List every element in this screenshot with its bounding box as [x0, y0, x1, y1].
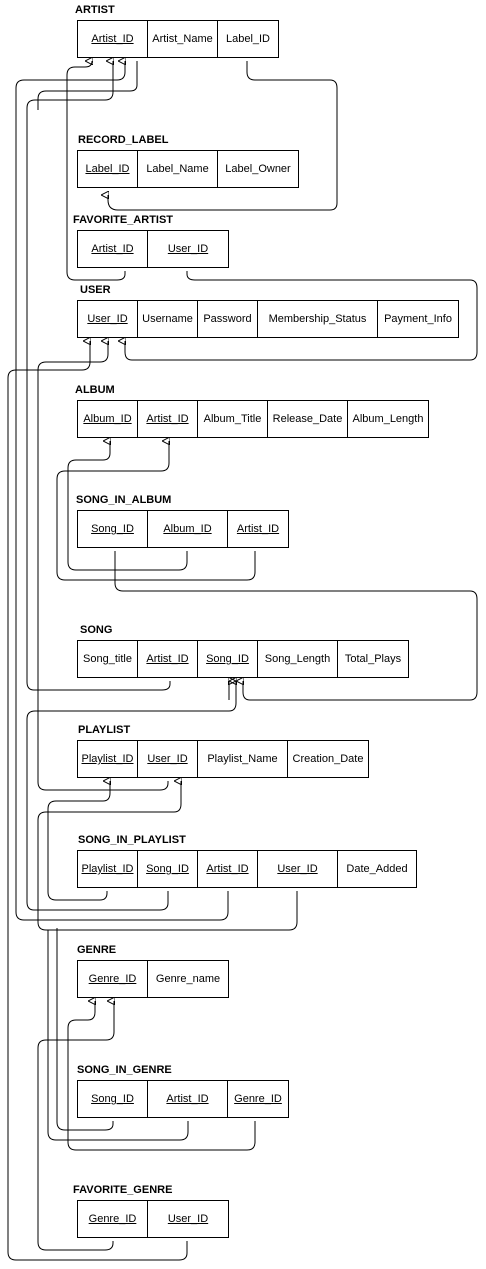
column-label-owner: Label_Owner [225, 163, 291, 175]
table-genre: Genre_ID Genre_name [77, 960, 229, 998]
column-user-id: User_ID [258, 851, 338, 887]
table-artist: Artist_ID Artist_Name Label_ID [77, 20, 279, 58]
column-genre-id: Genre_ID [78, 961, 148, 997]
table-favorite-artist: Artist_ID User_ID [77, 230, 229, 268]
table-user: User_ID Username Password Membership_Sta… [77, 300, 459, 338]
table-album: Album_ID Artist_ID Album_Title Release_D… [77, 400, 429, 438]
fk-connector-album-artist [15, 61, 125, 600]
fk-connector-fav-user [125, 271, 478, 361]
table-song-in-playlist: Playlist_ID Song_ID Artist_ID User_ID Da… [77, 850, 417, 888]
column-song-id: Song_ID [138, 851, 198, 887]
table-title-user: USER [80, 284, 111, 296]
column-album-id: Album_ID [148, 511, 228, 547]
column-playlist-name: Playlist_Name [198, 741, 288, 777]
table-title-playlist: PLAYLIST [78, 724, 131, 736]
column-artist-id: Artist_ID [138, 641, 198, 677]
column-artist-id: Artist_ID [148, 1081, 228, 1117]
column-user-id: User_ID [138, 741, 198, 777]
column-album-id: Album_ID [78, 401, 138, 437]
column-album-length: Album_Length [352, 413, 424, 425]
column-song-title: Song_title [78, 641, 138, 677]
column-artist-name: Artist_Name [148, 21, 218, 57]
column-username: Username [138, 301, 198, 337]
column-label-id: Label_ID [225, 33, 271, 45]
table-title-song-in-playlist: SONG_IN_PLAYLIST [78, 834, 186, 846]
table-title-album: ALBUM [75, 384, 115, 396]
column-song-id: Song_ID [78, 1081, 148, 1117]
column-genre-id: Genre_ID [78, 1201, 148, 1237]
column-song-id: Song_ID [198, 641, 258, 677]
fk-connector-sia-artist [56, 441, 256, 581]
fk-connector-label [108, 61, 338, 211]
column-playlist-id: Playlist_ID [78, 851, 138, 887]
column-genre-id: Genre_ID [234, 1093, 282, 1105]
table-title-song-in-album: SONG_IN_ALBUM [76, 494, 172, 506]
table-playlist: Playlist_ID User_ID Playlist_Name Creati… [77, 740, 369, 778]
fk-connector-sip-song [26, 681, 236, 911]
table-title-favorite-genre: FAVORITE_GENRE [73, 1184, 173, 1196]
column-payment-info: Payment_Info [384, 313, 452, 325]
fk-connector-artist-misc [37, 61, 138, 110]
column-artist-id: Artist_ID [198, 851, 258, 887]
column-song-length: Song_Length [258, 641, 338, 677]
column-creation-date: Creation_Date [292, 753, 364, 765]
column-artist-id: Artist_ID [78, 231, 148, 267]
column-artist-id: Artist_ID [78, 21, 148, 57]
table-title-favorite-artist: FAVORITE_ARTIST [73, 214, 174, 226]
fk-connector-sig-genre [67, 1001, 256, 1151]
column-password: Password [198, 301, 258, 337]
column-artist-id: Artist_ID [138, 401, 198, 437]
column-user-id: User_ID [167, 243, 209, 255]
table-record-label: Label_ID Label_Name Label_Owner [77, 150, 299, 188]
fk-connector-sip-playlist [47, 781, 110, 901]
table-song-in-album: Song_ID Album_ID Artist_ID [77, 510, 289, 548]
fk-connector-sip-user [37, 781, 298, 931]
column-playlist-id: Playlist_ID [78, 741, 138, 777]
table-song: Song_title Artist_ID Song_ID Song_Length… [77, 640, 409, 678]
table-title-song: SONG [80, 624, 113, 636]
fk-connector-fg-user [7, 341, 188, 1261]
table-title-song-in-genre: SONG_IN_GENRE [77, 1064, 172, 1076]
fk-connector-sig-artist [47, 930, 189, 1141]
fk-connector-fav-artist [66, 61, 126, 281]
table-title-record-label: RECORD_LABEL [78, 134, 169, 146]
column-date-added: Date_Added [346, 863, 408, 875]
fk-connector-sia-album [67, 441, 188, 571]
column-album-title: Album_Title [198, 401, 268, 437]
table-title-artist: ARTIST [75, 4, 115, 16]
column-total-plays: Total_Plays [344, 653, 402, 665]
table-favorite-genre: Genre_ID User_ID [77, 1200, 229, 1238]
fk-connector-fg-genre [37, 1001, 114, 1251]
column-user-id: User_ID [167, 1213, 209, 1225]
column-song-id: Song_ID [78, 511, 148, 547]
column-label-name: Label_Name [138, 151, 218, 187]
fk-connector-song-artist [26, 61, 171, 691]
fk-connector-playlist-user [37, 341, 169, 791]
column-membership-status: Membership_Status [258, 301, 378, 337]
table-song-in-genre: Song_ID Artist_ID Genre_ID [77, 1080, 289, 1118]
column-genre-name: Genre_name [155, 973, 221, 985]
table-title-genre: GENRE [77, 944, 117, 956]
column-artist-id: Artist_ID [236, 523, 280, 535]
fk-connector-sip-artist [15, 600, 229, 921]
column-label-id: Label_ID [78, 151, 138, 187]
column-release-date: Release_Date [268, 401, 348, 437]
fk-connector-sig-song [56, 928, 114, 1131]
column-user-id: User_ID [78, 301, 138, 337]
fk-connector-sia-song [114, 551, 478, 701]
